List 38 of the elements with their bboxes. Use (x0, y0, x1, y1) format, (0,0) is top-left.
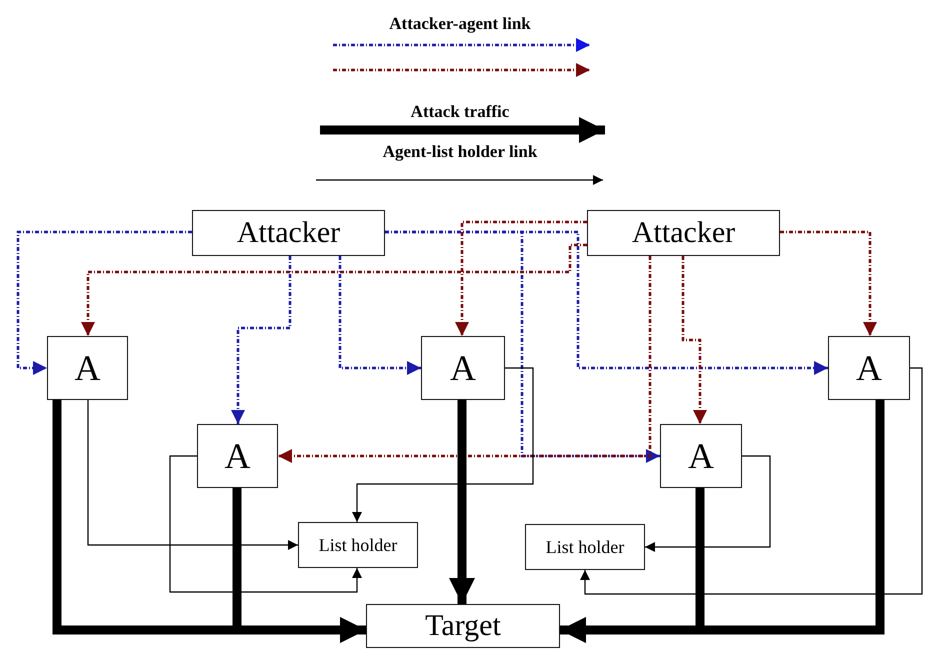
dashed-arrow (16, 230, 192, 375)
arrow (352, 367, 534, 522)
node-label: A (856, 347, 882, 389)
dashed-arrow (278, 256, 652, 463)
node-label: A (224, 435, 250, 477)
node-label: List holder (318, 534, 398, 556)
legend-label: Agent-list holder link (382, 142, 538, 162)
list-holder-box (525, 524, 645, 570)
node-label: Attacker (632, 216, 736, 250)
arrow (580, 367, 923, 595)
dashed-arrow (682, 256, 707, 424)
thick-arrow (449, 400, 475, 604)
agent-box (47, 336, 128, 400)
arrow (645, 455, 771, 552)
attacker-box (192, 210, 385, 256)
dashed-arrow (385, 230, 828, 375)
node-label: List holder (546, 536, 624, 558)
dashed-arrow (81, 244, 587, 336)
node-label: A (450, 347, 476, 389)
dashed-arrow (780, 230, 877, 336)
node-label: Attacker (236, 216, 340, 250)
dashed-arrow (338, 256, 421, 375)
agent-box (197, 424, 278, 488)
legend-label: Attack traffic (410, 102, 510, 122)
legend-label: Attacker-agent link (389, 14, 531, 34)
arrow (169, 455, 362, 593)
node-label: A (74, 347, 100, 389)
attacker-box (587, 210, 780, 256)
node-label: Target (425, 609, 501, 643)
target-box (366, 604, 560, 648)
agent-box (421, 336, 505, 400)
agent-box (828, 336, 910, 400)
dashed-arrow (231, 256, 292, 424)
agent-box (660, 424, 742, 488)
dashed-arrow (455, 220, 587, 336)
arrow (87, 400, 298, 550)
node-label: A (688, 435, 714, 477)
list-holder-box (298, 522, 418, 568)
